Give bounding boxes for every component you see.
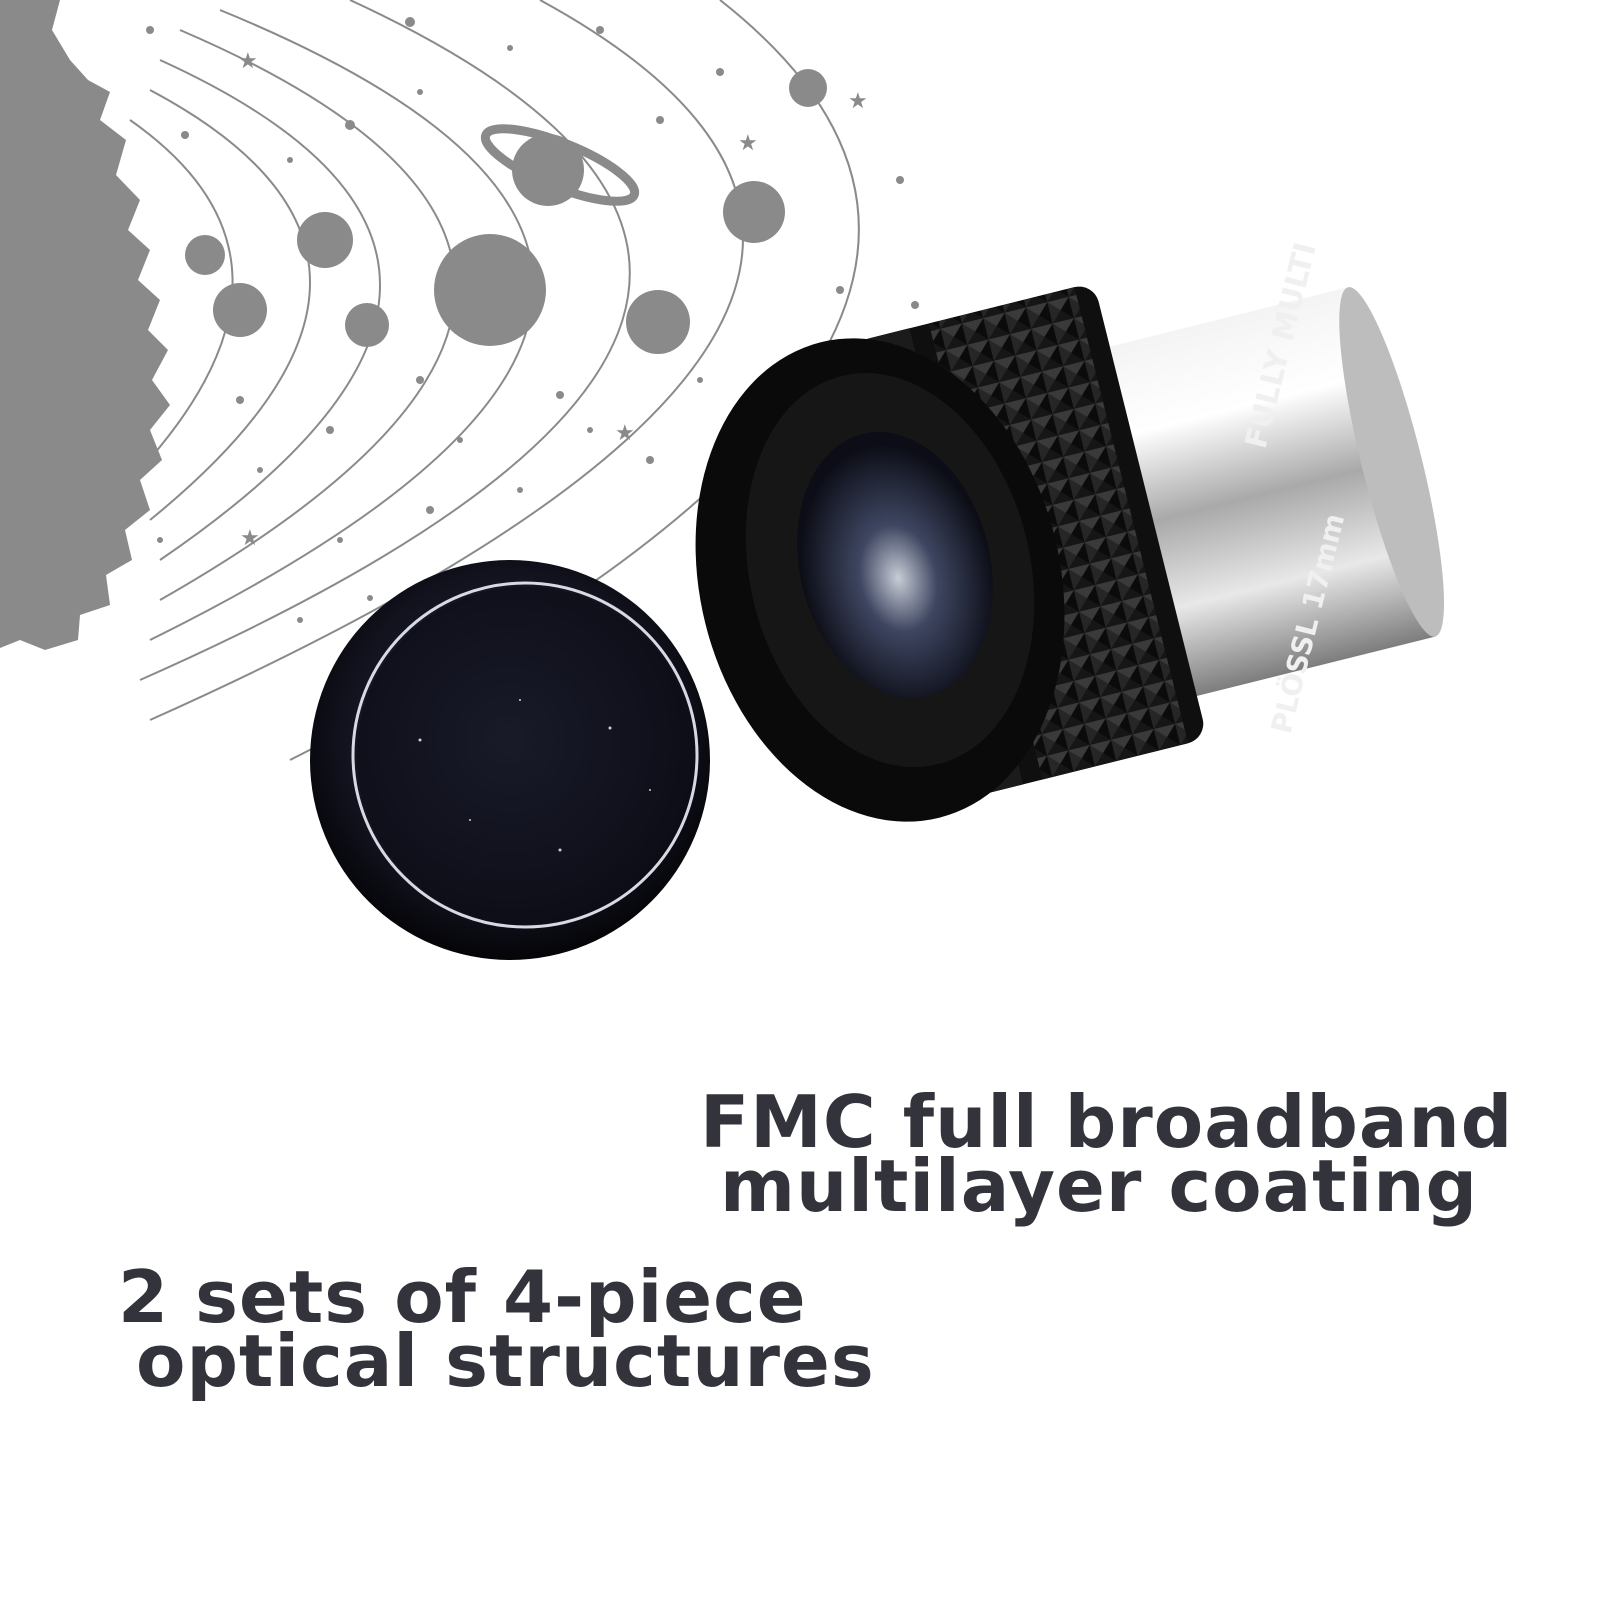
svg-text:★: ★ (238, 49, 258, 74)
planet-ring (480, 124, 640, 206)
coating-caption: FMC full broadband multilayer coating (700, 1080, 1514, 1228)
coating-caption-line1: FMC full broadband (700, 1080, 1514, 1164)
sun-shape (0, 0, 170, 650)
svg-text:★: ★ (848, 89, 868, 114)
optics-caption: 2 sets of 4-piece optical structures (118, 1255, 875, 1403)
svg-text:★: ★ (615, 421, 635, 446)
lens-closeup (310, 560, 710, 960)
planets (185, 69, 827, 354)
optics-caption-line1: 2 sets of 4-piece (118, 1255, 807, 1339)
star-dots (146, 17, 919, 623)
coating-caption-line2: multilayer coating (720, 1144, 1479, 1228)
svg-text:★: ★ (738, 131, 758, 156)
optics-caption-line2: optical structures (136, 1319, 875, 1403)
svg-text:★: ★ (240, 526, 260, 551)
eyepiece: FULLY MULTI PLÖSSL 17mm (695, 239, 1445, 822)
